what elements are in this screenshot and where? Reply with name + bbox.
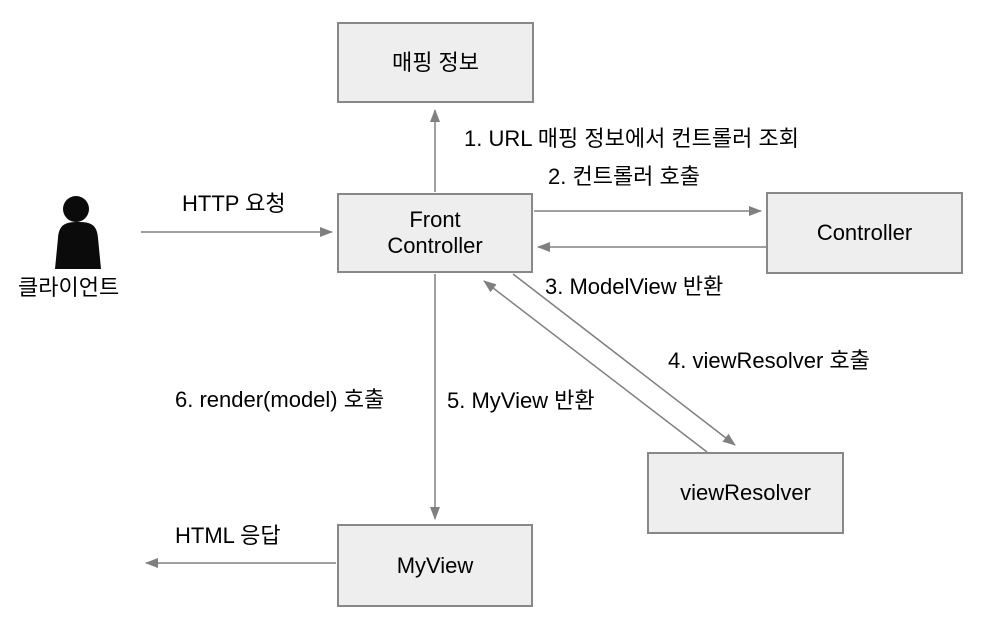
arrow-call-viewresolver	[512, 273, 736, 446]
label-html-response: HTML 응답	[175, 523, 281, 548]
label-step1-url-mapping-lookup: 1. URL 매핑 정보에서 컨트롤러 조회	[464, 126, 799, 151]
label-step3-return-modelview: 3. ModelView 반환	[545, 274, 724, 299]
arrow-return-myview	[483, 280, 708, 453]
box-mapping-info: 매핑 정보	[337, 22, 534, 103]
client-person-icon	[55, 196, 101, 269]
label-client: 클라이언트	[18, 275, 120, 300]
box-my-view: MyView	[337, 524, 533, 607]
label-step2-call-controller: 2. 컨트롤러 호출	[548, 164, 701, 189]
box-front-controller: Front Controller	[337, 193, 533, 273]
box-controller: Controller	[766, 192, 963, 274]
label-step6-render-call: 6. render(model) 호출	[175, 387, 385, 412]
label-http-request: HTTP 요청	[182, 191, 286, 216]
box-view-resolver: viewResolver	[647, 452, 844, 534]
label-step4-call-viewresolver: 4. viewResolver 호출	[668, 348, 870, 373]
label-step5-return-myview: 5. MyView 반환	[447, 388, 595, 413]
